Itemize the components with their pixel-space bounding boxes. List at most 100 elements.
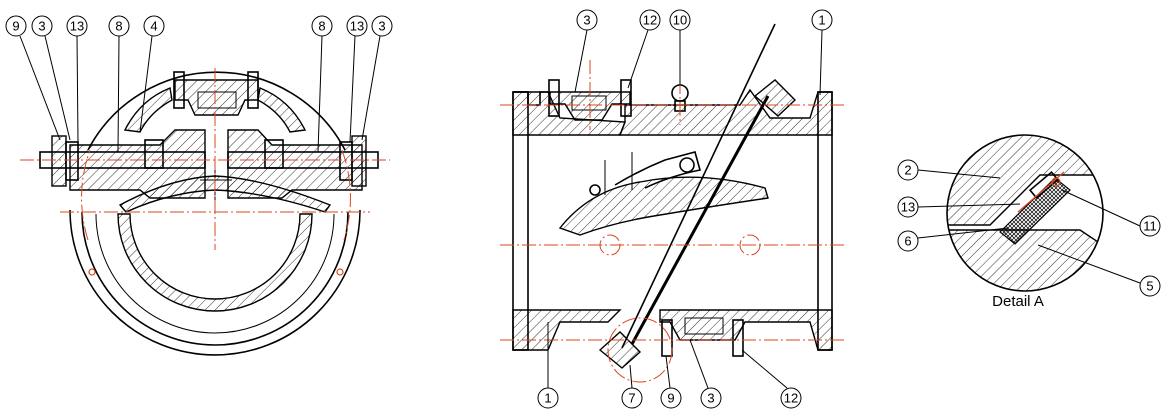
callout-number: 12 bbox=[784, 391, 798, 406]
callout-number: 9 bbox=[12, 19, 19, 34]
callout-number: 13 bbox=[350, 19, 364, 34]
disc-spring-wire bbox=[604, 152, 633, 195]
callout-circle bbox=[660, 387, 682, 409]
disc-hinge-pin bbox=[679, 157, 695, 173]
callout-number: 3 bbox=[38, 19, 45, 34]
callout-leader bbox=[741, 349, 788, 389]
top-bolt-right bbox=[247, 71, 259, 109]
callout-number: 12 bbox=[643, 13, 657, 28]
end-nut-left bbox=[65, 141, 79, 181]
callout-leader bbox=[917, 203, 1021, 208]
callout-circle bbox=[780, 387, 802, 409]
callout-circle bbox=[371, 15, 393, 37]
lower-bolt-right bbox=[732, 319, 744, 357]
callout-number: 13 bbox=[70, 19, 84, 34]
front-bolt-circle bbox=[81, 149, 351, 241]
callout-leader bbox=[117, 35, 120, 153]
front-callouts: 9 3 13 8 4 8 13 3 bbox=[5, 15, 393, 153]
callout-circle bbox=[639, 9, 661, 31]
callout-number: 1 bbox=[544, 391, 551, 406]
top-cover bbox=[174, 79, 259, 116]
cover-top-section bbox=[123, 87, 173, 133]
callout-number: 2 bbox=[904, 163, 911, 178]
callout-circle bbox=[346, 15, 368, 37]
front-bolt-hole-left bbox=[88, 268, 96, 276]
section-top-bolt-right bbox=[620, 79, 632, 117]
callout-leader bbox=[19, 35, 61, 141]
callout-leader bbox=[689, 339, 709, 389]
detail-a-marker bbox=[607, 317, 673, 383]
section-top-cover-inner bbox=[571, 95, 607, 111]
callout-circle bbox=[700, 387, 722, 409]
callout-leader bbox=[76, 35, 79, 143]
callout-number: 13 bbox=[901, 200, 915, 215]
callout-leader bbox=[349, 35, 356, 143]
lower-wall-left bbox=[512, 309, 622, 351]
callout-circle bbox=[5, 15, 27, 37]
callout-leader bbox=[665, 355, 671, 389]
detail-lower-body bbox=[947, 229, 1103, 291]
callout-number: 10 bbox=[673, 13, 687, 28]
disc-stop bbox=[589, 184, 601, 196]
callout-circle bbox=[31, 15, 53, 37]
callout-leader bbox=[627, 29, 649, 89]
callout-circle bbox=[143, 15, 165, 37]
diagonal-rod bbox=[621, 23, 776, 349]
disc bbox=[118, 175, 332, 213]
body-outer-ring bbox=[69, 209, 361, 356]
callout-number: 3 bbox=[378, 19, 385, 34]
lower-bolt-left bbox=[661, 319, 673, 357]
callout-leader bbox=[139, 35, 153, 133]
callout-number: 4 bbox=[150, 19, 157, 34]
callout-number: 3 bbox=[583, 13, 590, 28]
detail-callouts: 2 13 6 11 5 Detail A bbox=[897, 159, 1161, 310]
callout-number: 11 bbox=[1143, 219, 1157, 234]
end-cap-left bbox=[51, 135, 67, 187]
section-top-bolt-left bbox=[548, 79, 560, 117]
detail-a-border bbox=[946, 134, 1104, 292]
callout-leader bbox=[574, 29, 588, 93]
callout-leader bbox=[917, 227, 1009, 239]
seat-ring-section bbox=[117, 213, 313, 312]
detail-upper-body bbox=[947, 135, 1103, 226]
end-nut-right bbox=[339, 141, 353, 181]
lower-rod-plug bbox=[598, 331, 642, 369]
callout-number: 9 bbox=[667, 391, 674, 406]
upper-rod-boss bbox=[753, 79, 797, 117]
shaft-housing-left bbox=[69, 129, 206, 199]
boss-right bbox=[264, 139, 284, 169]
callout-circle bbox=[1139, 275, 1161, 297]
body-ring-3 bbox=[95, 213, 335, 334]
section-top-callouts: 3 12 10 1 bbox=[574, 9, 833, 96]
callout-leader bbox=[917, 169, 1001, 179]
front-view bbox=[20, 68, 390, 356]
callout-circle bbox=[897, 230, 919, 252]
callout-leader bbox=[361, 35, 381, 141]
callout-leader bbox=[317, 35, 323, 153]
section-bottom-callouts: 1 7 9 3 12 bbox=[537, 322, 802, 409]
detail-screw bbox=[1028, 171, 1060, 199]
end-cap-right bbox=[351, 135, 367, 187]
section-view bbox=[500, 23, 845, 383]
callout-number: 5 bbox=[1146, 279, 1153, 294]
callout-leader bbox=[1037, 244, 1141, 284]
upper-dome bbox=[87, 71, 346, 151]
top-cover-inner bbox=[197, 91, 237, 109]
section-hole-left bbox=[599, 234, 621, 256]
callout-leader bbox=[1061, 189, 1141, 227]
callout-number: 8 bbox=[115, 19, 122, 34]
detail-a bbox=[946, 134, 1104, 292]
boss-left bbox=[144, 139, 164, 169]
callout-number: 3 bbox=[707, 391, 714, 406]
callout-number: 7 bbox=[628, 391, 635, 406]
callout-leader bbox=[629, 364, 633, 389]
detail-a-caption: Detail A bbox=[992, 293, 1044, 310]
section-hole-right bbox=[739, 234, 761, 256]
callout-leader bbox=[44, 35, 71, 141]
detail-screw-axis bbox=[1017, 171, 1065, 213]
callout-number: 8 bbox=[318, 19, 325, 34]
body-ring-2 bbox=[81, 211, 349, 346]
lower-wall-right bbox=[659, 309, 833, 351]
lower-cover-inner bbox=[684, 317, 724, 335]
